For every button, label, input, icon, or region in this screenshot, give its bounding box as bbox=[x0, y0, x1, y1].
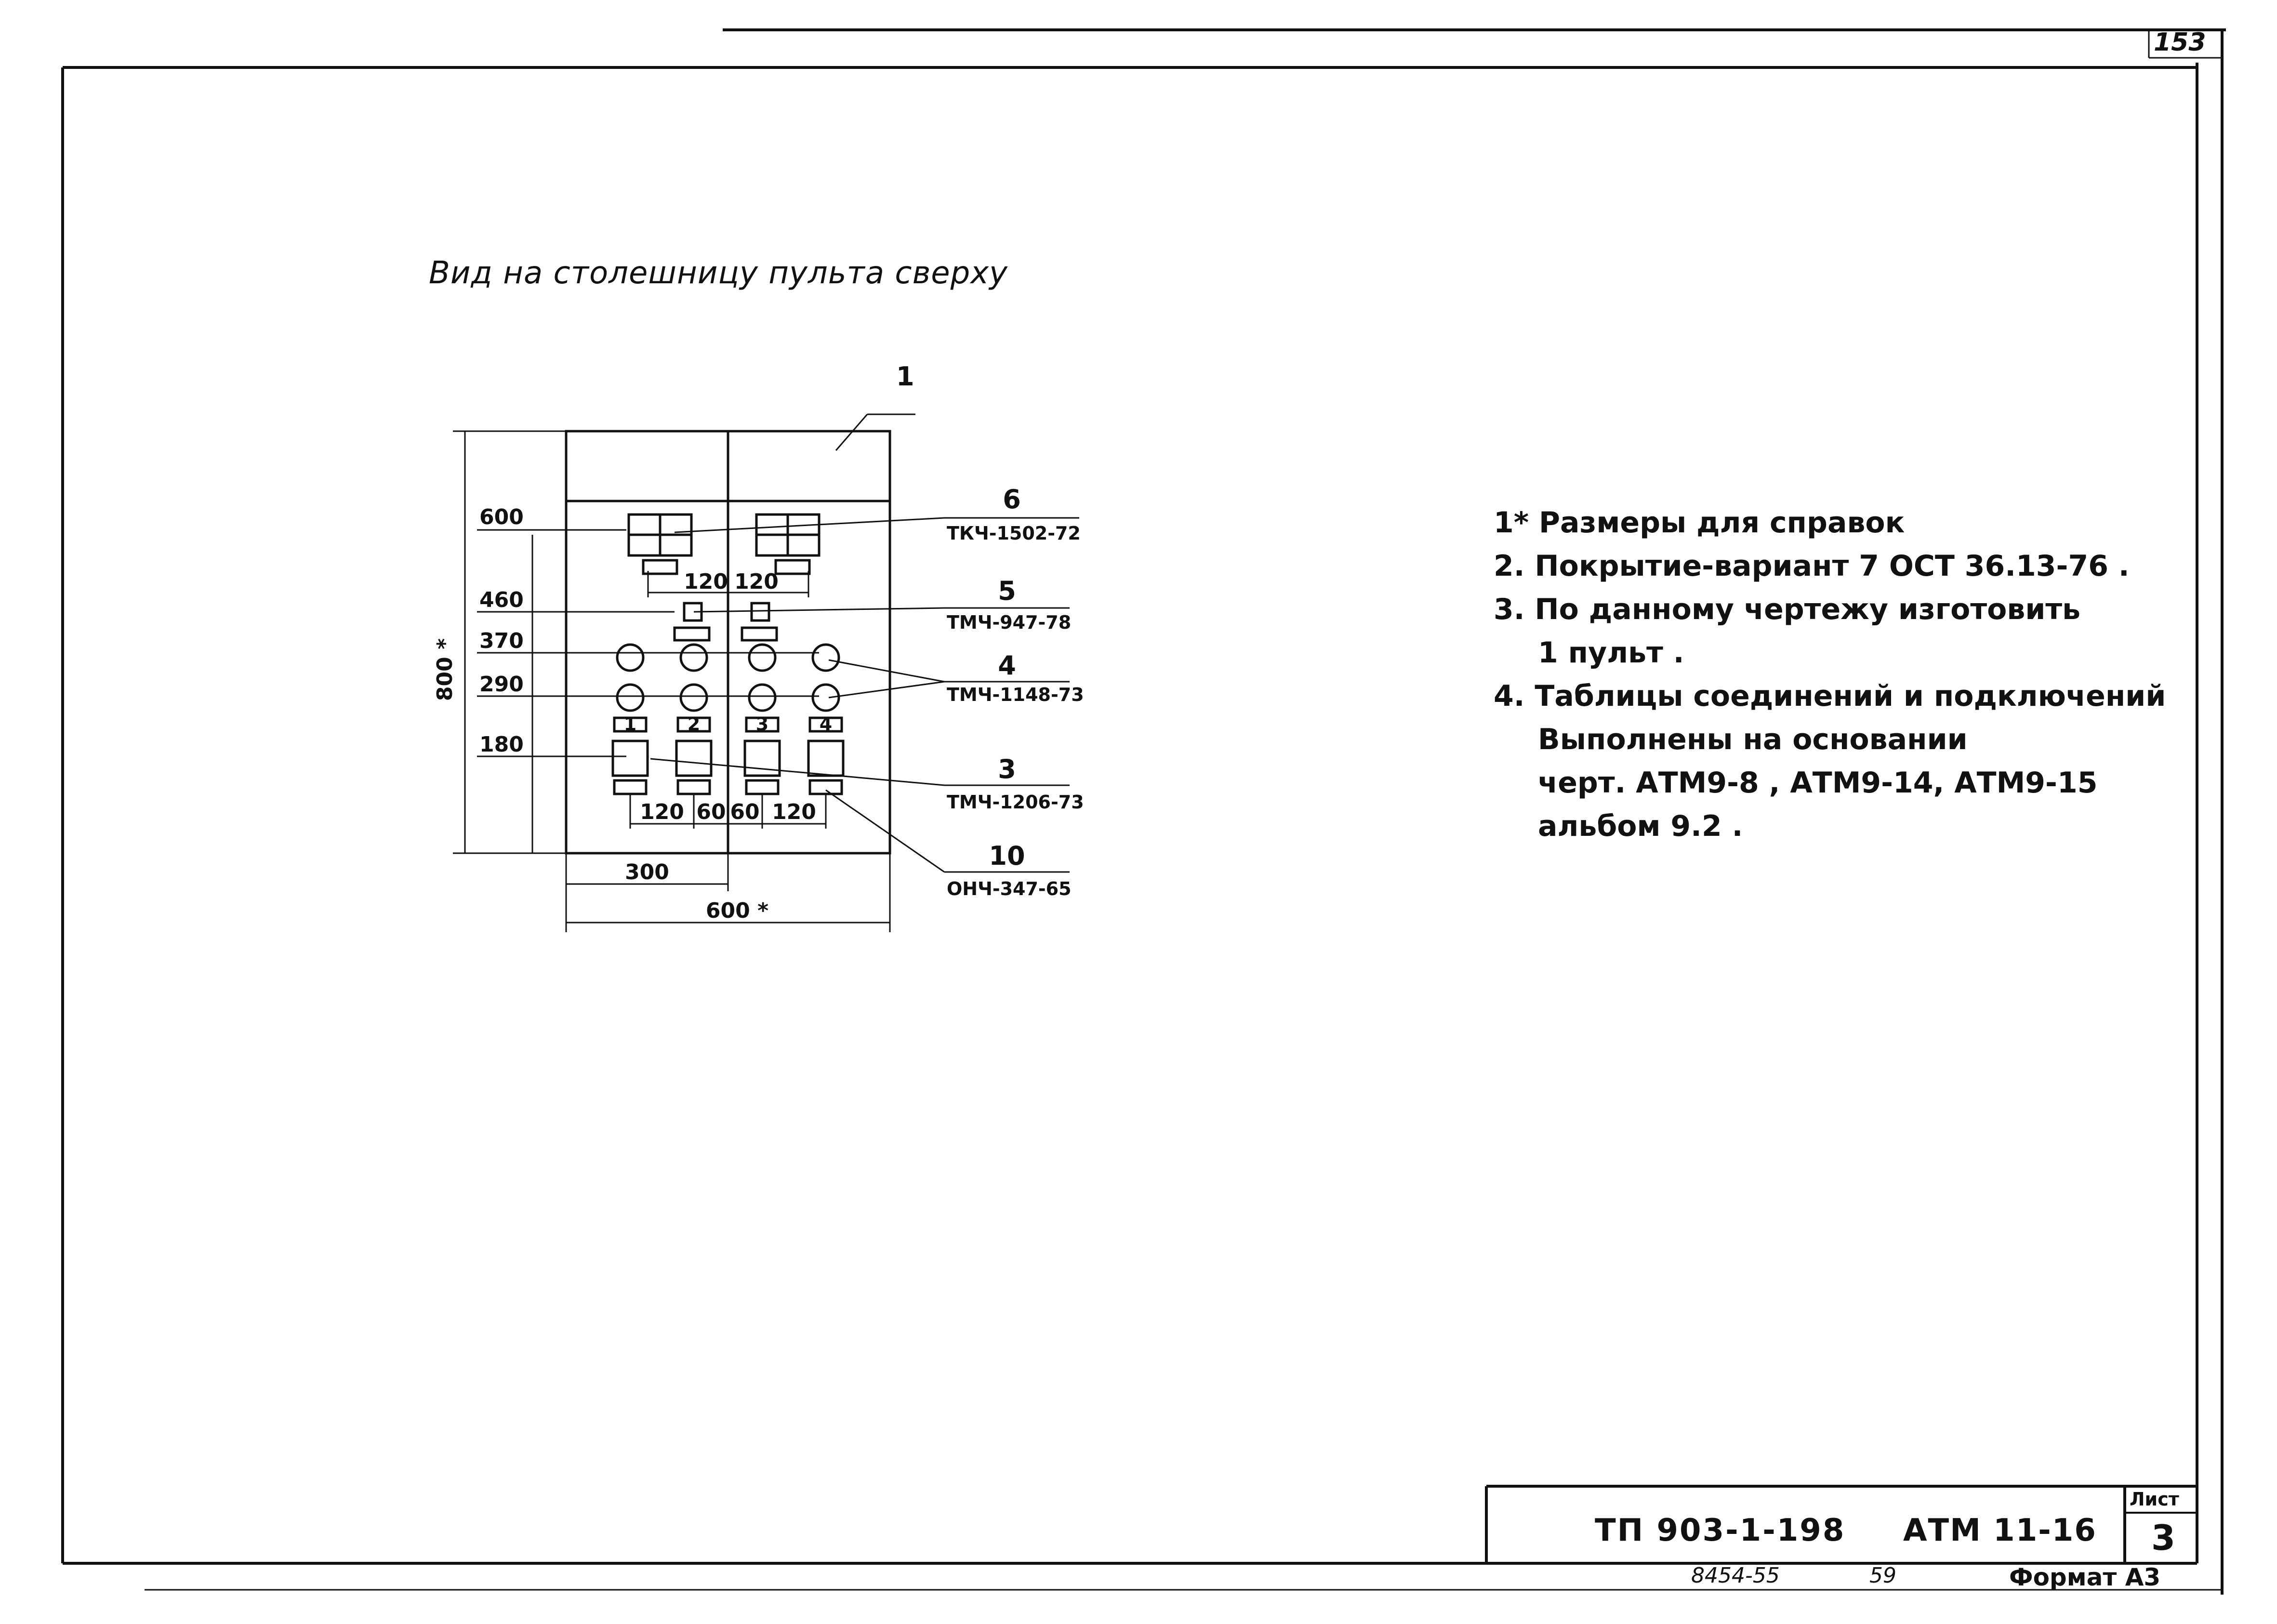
note-line: 3. По данному чертежу изготовить bbox=[1494, 593, 2081, 626]
dim-180: 180 bbox=[479, 732, 524, 757]
callout-pos-4: 4 bbox=[998, 650, 1016, 681]
callout-code-6: ТКЧ-1502-72 bbox=[947, 523, 1081, 544]
dim-120-right: 120 bbox=[734, 569, 779, 594]
dim-120-bottom-right: 120 bbox=[772, 800, 816, 824]
document-code: ТП 903-1-198 bbox=[1595, 1513, 1846, 1548]
callout-code-10: ОНЧ-347-65 bbox=[947, 878, 1072, 899]
dim-120-bottom-left: 120 bbox=[640, 800, 684, 824]
dim-60-right: 60 bbox=[730, 800, 759, 824]
copy-number: 59 bbox=[1869, 1563, 1896, 1588]
dim-370: 370 bbox=[479, 629, 524, 653]
dim-460: 460 bbox=[479, 588, 524, 612]
drawing-code: АТМ 11-16 bbox=[1903, 1513, 2097, 1548]
callout-pos-6: 6 bbox=[1003, 484, 1021, 515]
note-line: 1 пульт . bbox=[1538, 636, 1684, 670]
label-2: 2 bbox=[688, 713, 700, 735]
page-number: 153 bbox=[2154, 28, 2206, 57]
inventory-number: 8454-55 bbox=[1691, 1563, 1780, 1588]
dim-120-left: 120 bbox=[684, 569, 728, 594]
note-line: 1* Размеры для справок bbox=[1494, 506, 1905, 540]
dim-600: 600 bbox=[479, 505, 524, 529]
dim-290: 290 bbox=[479, 672, 524, 697]
note-line: 2. Покрытие-вариант 7 ОСТ 36.13-76 . bbox=[1494, 549, 2130, 583]
format-label: Формат А3 bbox=[2009, 1563, 2161, 1591]
callout-pos-5: 5 bbox=[998, 576, 1016, 606]
dim-600-width: 600 * bbox=[706, 898, 768, 923]
callout-pos-1: 1 bbox=[896, 361, 914, 392]
label-1: 1 bbox=[624, 713, 636, 735]
note-line: Выполнены на основании bbox=[1538, 723, 1968, 756]
sheet-label: Лист bbox=[2130, 1489, 2179, 1510]
note-line: альбом 9.2 . bbox=[1538, 809, 1743, 843]
callout-code-3: ТМЧ-1206-73 bbox=[947, 792, 1084, 813]
title-block-frame bbox=[1485, 1485, 2197, 1563]
dim-800: 800 * bbox=[433, 638, 457, 701]
callout-pos-3: 3 bbox=[998, 754, 1016, 784]
callout-pos-10: 10 bbox=[989, 841, 1025, 871]
sheet-frame bbox=[61, 28, 2226, 1595]
callout-code-4: ТМЧ-1148-73 bbox=[947, 684, 1084, 705]
dim-60-left: 60 bbox=[696, 800, 726, 824]
callout-code-5: ТМЧ-947-78 bbox=[947, 612, 1071, 633]
label-4: 4 bbox=[820, 713, 832, 735]
sheet-number: 3 bbox=[2151, 1518, 2176, 1558]
devices bbox=[611, 513, 845, 795]
note-line: черт. АТМ9-8 , АТМ9-14, АТМ9-15 bbox=[1538, 766, 2098, 800]
note-line: 4. Таблицы соединений и подключений bbox=[1494, 679, 2166, 713]
label-3: 3 bbox=[756, 713, 768, 735]
view-title: Вид на столешницу пульта сверху bbox=[429, 255, 1008, 291]
dimension-lines bbox=[453, 430, 891, 932]
notes-list: 1* Размеры для справок 2. Покрытие-вариа… bbox=[1494, 501, 2166, 848]
dim-300: 300 bbox=[625, 860, 669, 885]
leader-lines bbox=[650, 413, 1079, 873]
